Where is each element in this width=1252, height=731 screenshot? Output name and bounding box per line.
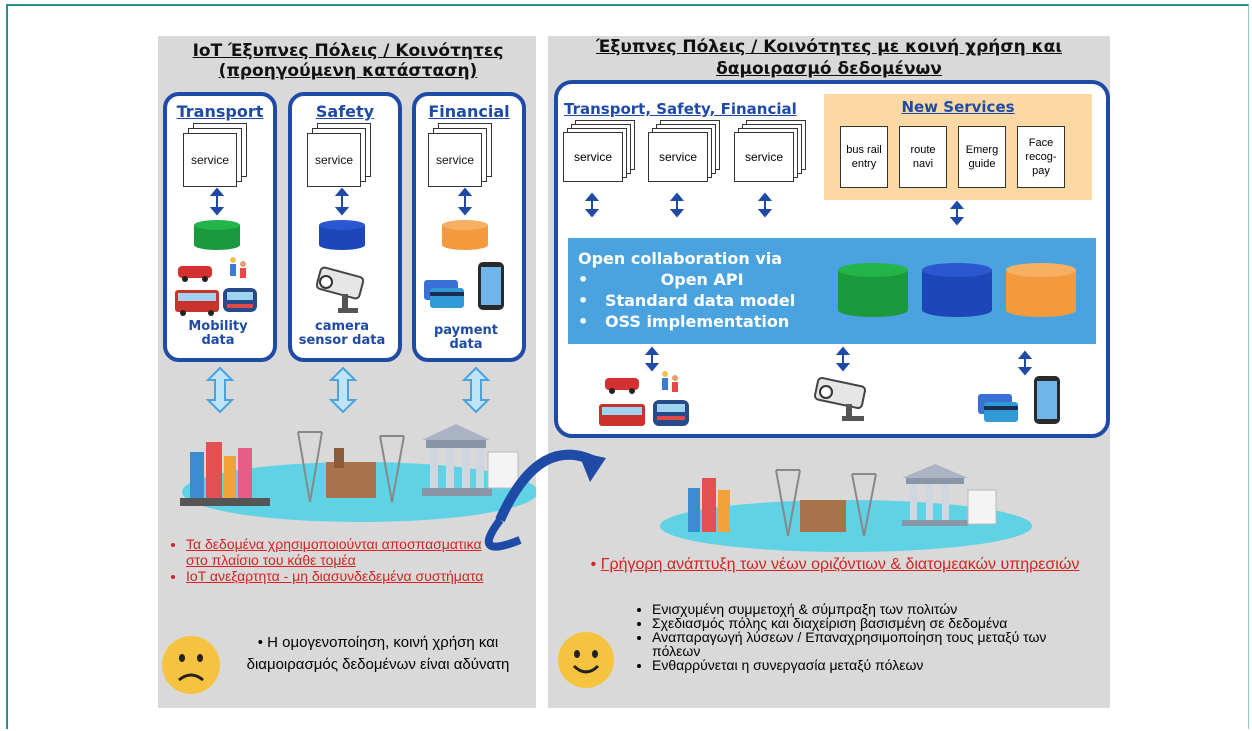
new-service-bus-rail: bus rail entry bbox=[840, 126, 888, 188]
payment-cards-phone-icon bbox=[978, 376, 1060, 424]
left-black-bullet: • Η ομογενοποίηση, κοινή χρήση και διαμο… bbox=[228, 632, 528, 676]
transport-service-stack: service bbox=[183, 123, 247, 187]
bullet-dot: • bbox=[590, 556, 601, 573]
service-label: service bbox=[734, 132, 794, 182]
bullet-dot: • bbox=[578, 291, 605, 310]
camera-database-icon bbox=[319, 220, 365, 250]
happy-face-icon bbox=[558, 632, 614, 688]
safety-heading: Safety bbox=[315, 102, 375, 121]
service-label: service bbox=[563, 132, 623, 182]
right-red-bullet: • Γρήγορη ανάπτυξη των νέων οριζόντιων &… bbox=[570, 554, 1100, 576]
vehicles-icon bbox=[175, 257, 257, 316]
red-bullet: IoT ανεξαρτητα - μη διασυνδεδεμένα συστή… bbox=[186, 568, 498, 584]
service-label: service bbox=[648, 132, 708, 182]
shared-service-stack: service bbox=[563, 120, 653, 182]
payment-cards-phone-icon bbox=[424, 262, 504, 310]
right-black-bullets: Ενισχυμένη συμμετοχή & σύμπραξη των πολι… bbox=[634, 602, 1074, 672]
black-bullet: Αναπαραγωγή λύσεων / Επαναχρησιμοποίηση … bbox=[652, 630, 1074, 658]
left-red-bullets: Τα δεδομένα χρησιμοποιούνται αποσπασματι… bbox=[168, 536, 498, 584]
payment-database-icon bbox=[442, 220, 488, 250]
collab-item: • Open API bbox=[578, 270, 744, 289]
service-label: service bbox=[183, 133, 237, 187]
vehicles-icon bbox=[599, 371, 689, 426]
collab-item: • OSS implementation bbox=[578, 312, 790, 331]
city-infrastructure-illustration bbox=[660, 464, 1032, 552]
financial-service-stack: service bbox=[428, 123, 492, 187]
red-bullet-text: Γρήγορη ανάπτυξη των νέων οριζόντιων & δ… bbox=[600, 556, 1080, 573]
page-frame bbox=[6, 4, 1249, 729]
bullet-dot: • bbox=[578, 312, 605, 331]
service-label: service bbox=[307, 133, 361, 187]
left-title-line1: IoT Έξυπνες Πόλεις / Κοινότητες bbox=[192, 41, 504, 61]
transport-heading: Transport bbox=[176, 102, 264, 121]
black-bullet-text: Η ομογενοποίηση, κοινή χρήση και διαμοιρ… bbox=[246, 634, 510, 673]
collab-text: Open collaboration via • Open API • Stan… bbox=[578, 248, 828, 332]
right-title-line2: δαμοιρασμό δεδομένων bbox=[716, 59, 942, 79]
black-bullet: Ενθαρρύνεται η συνεργασία μεταξύ πόλεων bbox=[652, 658, 1074, 672]
right-title-line1: Έξυπνες Πόλεις / Κοινότητες με κοινή χρή… bbox=[595, 37, 1062, 57]
shared-service-stack: service bbox=[734, 120, 824, 182]
camera-sensor-icon bbox=[315, 266, 365, 313]
left-title-line2: (προηγούμενη κατάσταση) bbox=[218, 61, 478, 81]
collab-title: Open collaboration via bbox=[578, 249, 783, 268]
new-services-heading: New Services bbox=[901, 98, 1015, 116]
city-infrastructure-illustration bbox=[180, 424, 536, 522]
collab-item: • Standard data model bbox=[578, 291, 796, 310]
safety-service-stack: service bbox=[307, 123, 371, 187]
new-service-route-navi: route navi bbox=[899, 126, 947, 188]
financial-heading: Financial bbox=[428, 102, 510, 121]
new-service-emergency: Emerg guide bbox=[958, 126, 1006, 188]
service-label: service bbox=[428, 133, 482, 187]
black-bullet: Σχεδιασμός πόλης και διαχείριση βασισμέν… bbox=[652, 616, 1074, 630]
blue-database-icon bbox=[922, 263, 992, 317]
orange-database-icon bbox=[1006, 263, 1076, 317]
bullet-dot: • bbox=[257, 634, 268, 651]
bullet-dot: • bbox=[578, 270, 661, 289]
shared-service-stack: service bbox=[648, 120, 738, 182]
red-bullet: Τα δεδομένα χρησιμοποιούνται αποσπασματι… bbox=[186, 536, 498, 568]
black-bullet: Ενισχυμένη συμμετοχή & σύμπραξη των πολι… bbox=[652, 602, 1074, 616]
mobility-database-icon bbox=[194, 220, 240, 250]
new-service-face-pay: Face recog-pay bbox=[1017, 126, 1065, 188]
group-heading: Transport, Safety, Financial bbox=[564, 100, 797, 118]
sad-face-icon bbox=[162, 636, 220, 694]
camera-sensor-icon bbox=[813, 376, 867, 421]
green-database-icon bbox=[838, 263, 908, 317]
